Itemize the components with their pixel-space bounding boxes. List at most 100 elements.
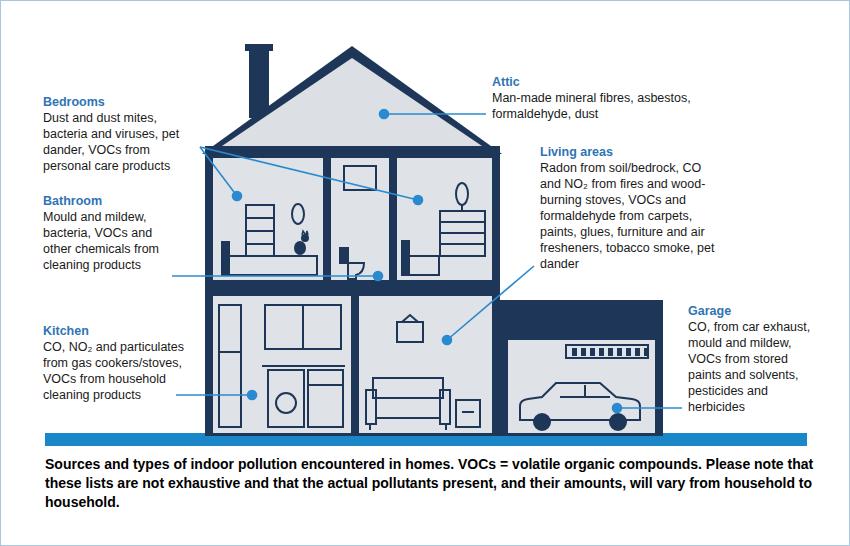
leader-lines-part bbox=[380, 110, 389, 119]
room-heading: Garage bbox=[688, 303, 816, 319]
roof-part bbox=[222, 58, 482, 146]
bedroom-furniture-left bbox=[222, 204, 317, 275]
bedroom-furniture-right-part bbox=[409, 256, 439, 275]
pollutant-list: Mould and mildew, bacteria, VOCs and oth… bbox=[43, 209, 165, 273]
living-room-furniture bbox=[366, 315, 480, 430]
garage-contents bbox=[520, 345, 649, 430]
rooms-part bbox=[213, 296, 351, 433]
bedroom-furniture-left-part bbox=[246, 217, 274, 219]
callout-group: BathroomMould and mildew, bacteria, VOCs… bbox=[43, 193, 165, 273]
bedroom-furniture-left-part bbox=[229, 256, 317, 275]
bedroom-furniture-left-part bbox=[302, 231, 308, 235]
chimney-part bbox=[249, 48, 269, 118]
rooms-part bbox=[359, 296, 492, 433]
pollutant-list: Dust and dust mites, bacteria and viruse… bbox=[43, 110, 193, 174]
living-room-furniture-part bbox=[397, 322, 423, 342]
shelf-item bbox=[572, 348, 577, 356]
pollutant-list: CO, from car exhaust, mould and mildew, … bbox=[688, 319, 816, 415]
chimney-part bbox=[245, 44, 273, 51]
garage-building-part bbox=[500, 300, 663, 436]
kitchen-fittings-part bbox=[302, 305, 304, 349]
bedroom-furniture-right-part bbox=[440, 232, 485, 234]
kitchen-fittings-part bbox=[219, 351, 241, 353]
shelf-item bbox=[635, 348, 640, 356]
kitchen-fittings-part bbox=[268, 370, 304, 427]
shelf-item bbox=[617, 348, 622, 356]
bedroom-furniture-left-part bbox=[222, 242, 229, 275]
living-room-furniture-part bbox=[366, 390, 376, 424]
garage-contents-part bbox=[534, 414, 550, 430]
living-room-furniture-part bbox=[462, 411, 474, 413]
leader-lines-part bbox=[176, 394, 252, 396]
roof bbox=[202, 46, 502, 154]
leader-lines-part bbox=[617, 407, 682, 409]
shelf-item bbox=[608, 348, 613, 356]
bedroom-furniture-left-part bbox=[246, 243, 274, 245]
callout-group: BedroomsDust and dust mites, bacteria an… bbox=[43, 94, 193, 174]
bedroom-furniture-left-part bbox=[246, 205, 274, 256]
living-room-furniture-part bbox=[373, 378, 443, 398]
leader-lines-part bbox=[374, 272, 383, 281]
shelf-item bbox=[599, 348, 604, 356]
callout-group: AtticMan-made mineral fibres, asbestos, … bbox=[492, 74, 742, 122]
rooms-part bbox=[213, 158, 323, 280]
leader-lines-part bbox=[447, 266, 534, 340]
pollutant-list: Radon from soil/bedrock, CO and NO₂ from… bbox=[540, 160, 720, 272]
leader-lines-part bbox=[613, 404, 622, 413]
house-walls bbox=[205, 146, 500, 436]
kitchen-fittings-part bbox=[276, 393, 296, 413]
caption: Sources and types of indoor pollution en… bbox=[45, 455, 835, 512]
room-heading: Kitchen bbox=[43, 323, 203, 339]
living-room-furniture-part bbox=[456, 400, 480, 427]
bedroom-furniture-right-part bbox=[440, 221, 485, 223]
callout-group: KitchenCO, NO₂ and particulates from gas… bbox=[43, 323, 203, 403]
garage-contents-part bbox=[610, 414, 626, 430]
pollutant-list: CO, NO₂ and particulates from gas cooker… bbox=[43, 339, 203, 403]
bedroom-furniture-left-part bbox=[292, 204, 304, 224]
room-heading: Bedrooms bbox=[43, 94, 193, 110]
room-heading: Bathroom bbox=[43, 193, 165, 209]
bedroom-furniture-right-part bbox=[440, 211, 485, 256]
garage-contents-part bbox=[572, 348, 649, 356]
shelf-item bbox=[581, 348, 586, 356]
kitchen-fittings-part bbox=[265, 305, 341, 349]
living-room-furniture-part bbox=[369, 424, 371, 430]
callout-group: Living areasRadon from soil/bedrock, CO … bbox=[540, 144, 720, 272]
callout-group: GarageCO, from car exhaust, mould and mi… bbox=[688, 303, 816, 415]
garage-contents-part bbox=[584, 385, 586, 397]
living-room-furniture-part bbox=[440, 390, 450, 424]
shelf-item bbox=[626, 348, 631, 356]
rooms bbox=[213, 158, 492, 433]
leader-lines-part bbox=[200, 147, 418, 200]
shelf-item bbox=[590, 348, 595, 356]
room-heading: Attic bbox=[492, 74, 742, 90]
room-heading: Living areas bbox=[540, 144, 720, 160]
kitchen-fittings-part bbox=[262, 365, 345, 367]
kitchen-fittings bbox=[219, 305, 345, 427]
leader-lines-part bbox=[384, 113, 486, 115]
leader-lines-part bbox=[172, 275, 378, 277]
living-room-furniture-part bbox=[402, 315, 418, 322]
kitchen-fittings-part bbox=[308, 384, 343, 386]
bathroom-fixtures-part bbox=[340, 248, 348, 263]
bedroom-furniture-right-part bbox=[440, 243, 485, 245]
bedroom-furniture-right-part bbox=[402, 241, 409, 275]
living-room-furniture-part bbox=[445, 424, 447, 430]
bedroom-furniture-left-part bbox=[294, 241, 306, 255]
bedroom-furniture-right-part bbox=[456, 183, 468, 205]
shelf-item bbox=[644, 348, 649, 356]
pollutant-list: Man-made mineral fibres, asbestos, forma… bbox=[492, 90, 742, 122]
garage-building bbox=[500, 300, 663, 436]
living-room-furniture-part bbox=[376, 398, 440, 418]
garage-contents-part bbox=[566, 345, 648, 358]
kitchen-fittings-part bbox=[308, 370, 343, 427]
roof-part bbox=[202, 46, 502, 154]
bedroom-furniture-left-part bbox=[301, 234, 309, 242]
leader-lines-part bbox=[248, 391, 257, 400]
bedroom-furniture-left-part bbox=[246, 230, 274, 232]
leader-lines-part bbox=[443, 336, 452, 345]
kitchen-fittings-part bbox=[219, 305, 241, 427]
bedroom-furniture-right bbox=[402, 183, 485, 275]
